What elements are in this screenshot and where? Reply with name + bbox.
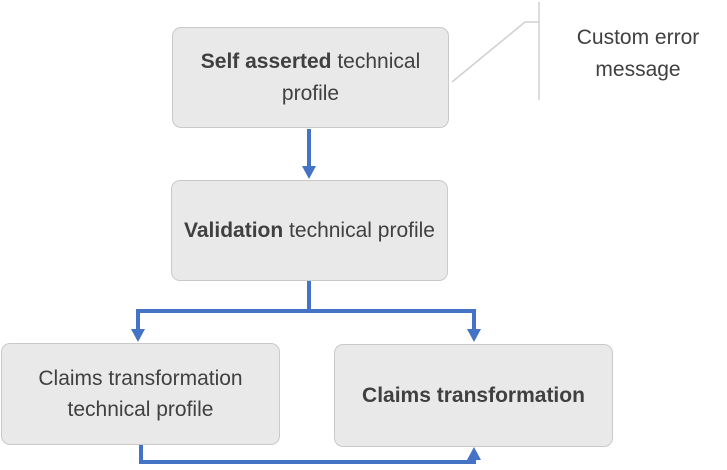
node-validation-technical-profile: Validation technical profile bbox=[171, 180, 448, 281]
node-label: Claims transformation technical profile bbox=[14, 363, 267, 426]
arrowhead-claimstp-to-claimstransformation bbox=[467, 447, 481, 460]
arrow-claimstp-to-claimstransformation bbox=[139, 445, 476, 464]
node-label: Validation technical profile bbox=[184, 215, 435, 247]
node-label-bold: Validation bbox=[184, 218, 284, 242]
arrowhead-branch-right bbox=[467, 329, 481, 342]
node-self-asserted-technical-profile: Self asserted technical profile bbox=[172, 27, 449, 128]
arrowhead-self-to-validation bbox=[302, 166, 316, 179]
callout-custom-error-message: Custom error message bbox=[576, 26, 700, 81]
node-label: Self asserted technical profile bbox=[185, 46, 436, 109]
node-claims-transformation-technical-profile: Claims transformation technical profile bbox=[1, 343, 280, 445]
node-label-regular: technical profile bbox=[283, 218, 435, 242]
node-label-bold: Claims transformation bbox=[362, 383, 585, 407]
node-label-regular: Claims transformation technical profile bbox=[38, 366, 243, 422]
node-label: Claims transformation bbox=[362, 380, 585, 412]
arrowhead-branch-left bbox=[131, 329, 145, 342]
node-label-regular: technical profile bbox=[281, 50, 421, 105]
node-claims-transformation: Claims transformation bbox=[334, 344, 613, 447]
callout-leader-line bbox=[451, 21, 539, 83]
node-label-bold: Self asserted bbox=[200, 50, 332, 73]
